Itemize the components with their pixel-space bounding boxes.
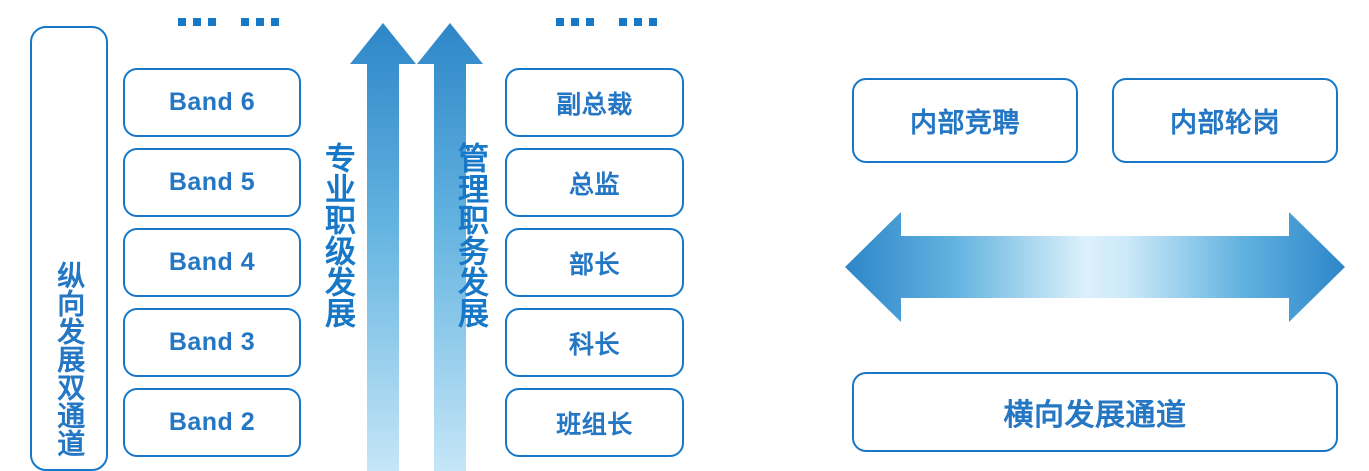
band-box-6: Band 6 bbox=[123, 68, 301, 137]
ellipsis-dot bbox=[586, 18, 594, 26]
band-label: Band 3 bbox=[168, 328, 256, 356]
internal-rotation-label: 内部轮岗 bbox=[1170, 108, 1280, 138]
band-box-5: Band 5 bbox=[123, 148, 301, 217]
ellipsis-gap bbox=[601, 18, 612, 26]
vertical-channel-box: 纵向发展双通道 bbox=[30, 26, 108, 471]
internal-bid-label: 内部竞聘 bbox=[910, 108, 1020, 138]
up-arrow-management-track bbox=[417, 23, 483, 471]
professional-track-caption: 专业职级发展 bbox=[320, 142, 355, 328]
role-box-team-leader: 班组长 bbox=[505, 388, 684, 457]
band-label: Band 6 bbox=[168, 88, 256, 116]
role-ellipsis bbox=[556, 18, 657, 26]
ellipsis-dot bbox=[256, 18, 264, 26]
ellipsis-gap bbox=[223, 18, 234, 26]
internal-bid-box: 内部竞聘 bbox=[852, 78, 1078, 163]
role-label: 部长 bbox=[568, 250, 620, 279]
ellipsis-dot bbox=[208, 18, 216, 26]
ellipsis-dot bbox=[271, 18, 279, 26]
band-box-2: Band 2 bbox=[123, 388, 301, 457]
ellipsis-dot bbox=[556, 18, 564, 26]
internal-rotation-box: 内部轮岗 bbox=[1112, 78, 1338, 163]
horizontal-channel-label: 横向发展通道 bbox=[1003, 399, 1187, 432]
role-box-vice-president: 副总裁 bbox=[505, 68, 684, 137]
band-box-4: Band 4 bbox=[123, 228, 301, 297]
ellipsis-dot bbox=[619, 18, 627, 26]
role-label: 科长 bbox=[568, 330, 620, 359]
role-label: 副总裁 bbox=[556, 90, 633, 119]
ellipsis-dot bbox=[649, 18, 657, 26]
role-box-section-chief: 科长 bbox=[505, 308, 684, 377]
ellipsis-dot bbox=[571, 18, 579, 26]
ellipsis-dot bbox=[193, 18, 201, 26]
band-label: Band 2 bbox=[168, 408, 256, 436]
ellipsis-dot bbox=[241, 18, 249, 26]
management-track-caption: 管理职务发展 bbox=[453, 142, 488, 328]
horizontal-channel-box: 横向发展通道 bbox=[852, 372, 1338, 452]
horizontal-double-arrow bbox=[845, 212, 1345, 322]
role-label: 班组长 bbox=[556, 410, 633, 439]
role-label: 总监 bbox=[568, 170, 620, 199]
band-box-3: Band 3 bbox=[123, 308, 301, 377]
role-box-department-head: 部长 bbox=[505, 228, 684, 297]
vertical-channel-label: 纵向发展双通道 bbox=[54, 261, 86, 457]
ellipsis-dot bbox=[178, 18, 186, 26]
up-arrow-professional-track bbox=[350, 23, 416, 471]
band-label: Band 5 bbox=[168, 168, 256, 196]
band-label: Band 4 bbox=[168, 248, 256, 276]
band-ellipsis bbox=[178, 18, 279, 26]
role-box-director: 总监 bbox=[505, 148, 684, 217]
ellipsis-dot bbox=[634, 18, 642, 26]
